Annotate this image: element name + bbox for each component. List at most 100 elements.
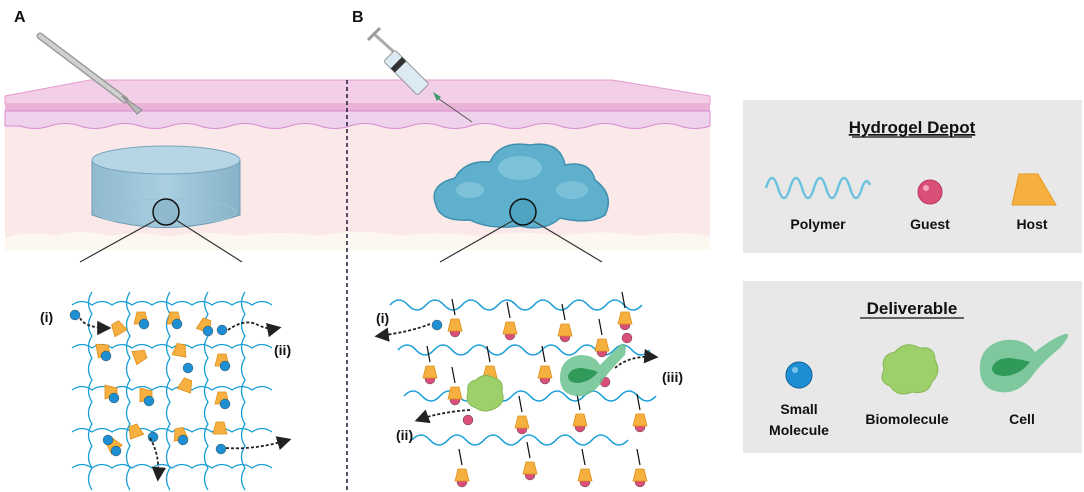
host-trapezoid-icon xyxy=(572,413,588,427)
polymer-chain xyxy=(165,291,171,491)
host-trapezoid-icon xyxy=(454,468,470,482)
host-trapezoid-icon xyxy=(577,468,593,482)
legend-small-molecule-label-line2: Molecule xyxy=(769,422,829,438)
host-molecule xyxy=(514,415,530,429)
crosslink xyxy=(561,303,566,321)
host-trapezoid-icon xyxy=(632,468,648,482)
small-molecule xyxy=(431,319,443,331)
host-molecule xyxy=(632,468,648,482)
host-trapezoid-icon xyxy=(557,323,573,337)
host-molecule xyxy=(632,413,648,427)
guest-molecule xyxy=(621,332,633,344)
host-molecule xyxy=(502,321,518,335)
host-trapezoid-icon xyxy=(632,413,648,427)
small-molecule xyxy=(69,309,81,321)
host-trapezoid-icon xyxy=(131,349,148,366)
host-molecule xyxy=(171,342,187,358)
small-molecule xyxy=(215,443,227,455)
legend-deliverable: Deliverable Small Molecule Biomolecule C… xyxy=(743,281,1082,453)
panel-a-diffusion-arrows xyxy=(79,317,292,482)
crosslink xyxy=(621,291,626,309)
cell-body xyxy=(560,343,626,397)
polymer-chain xyxy=(240,291,246,491)
arrow-label-a-i: (i) xyxy=(40,309,53,325)
host-molecule xyxy=(111,320,128,338)
panel-a-label: A xyxy=(14,9,26,26)
polymer-chain xyxy=(71,463,273,469)
small-molecule xyxy=(219,398,231,410)
crosslink xyxy=(518,395,523,413)
host-molecule xyxy=(447,386,463,400)
guest-sphere-icon xyxy=(917,179,943,205)
syringe-icon xyxy=(366,26,473,123)
host-molecule xyxy=(522,461,538,475)
small-molecule xyxy=(216,324,228,336)
polymer-chain xyxy=(125,291,131,491)
small-molecule-icon xyxy=(785,361,813,389)
guest-molecule xyxy=(462,414,474,426)
magnify-circle xyxy=(509,198,537,226)
small-molecule xyxy=(171,318,183,330)
host-trapezoid-icon xyxy=(522,461,538,475)
scalpel-icon xyxy=(36,32,143,115)
biomolecule xyxy=(466,374,504,412)
arrow-label-b-i: (i) xyxy=(376,310,389,326)
polymer-wave-icon xyxy=(764,176,872,200)
panel-b-diffusion-arrows xyxy=(374,323,659,424)
crosslink xyxy=(581,448,586,466)
small-molecule xyxy=(202,325,214,337)
polymer-chain xyxy=(87,291,93,491)
host-trapezoid-icon xyxy=(447,318,463,332)
cell-nucleus xyxy=(568,368,598,383)
host-molecule xyxy=(176,377,193,394)
legend-cell-label: Cell xyxy=(1009,411,1035,427)
legend-title: Hydrogel Depot xyxy=(849,118,976,137)
crosslink xyxy=(598,318,603,336)
host-trapezoid-icon xyxy=(128,423,145,440)
host-molecule xyxy=(617,311,633,325)
host-trapezoid-icon xyxy=(594,338,610,352)
crosslink xyxy=(506,301,511,319)
host-trapezoid-icon xyxy=(176,377,193,394)
legend-host-label: Host xyxy=(1016,216,1047,232)
panel-b-network xyxy=(389,291,657,488)
small-molecule xyxy=(110,445,122,457)
small-molecule xyxy=(177,434,189,446)
legend-small-molecule-label-line1: Small xyxy=(780,401,817,417)
small-molecule xyxy=(219,360,231,372)
host-trapezoid-icon xyxy=(171,342,187,358)
cell xyxy=(560,343,626,397)
polymer-chain xyxy=(411,434,629,446)
crosslink xyxy=(486,345,491,363)
host-molecule xyxy=(537,365,553,379)
host-trapezoid-icon xyxy=(617,311,633,325)
host-molecule xyxy=(454,468,470,482)
small-molecule xyxy=(182,362,194,374)
arrow-label-b-ii: (ii) xyxy=(396,427,413,443)
polymer-chain xyxy=(71,300,273,306)
small-molecule xyxy=(147,431,159,443)
small-molecule xyxy=(138,318,150,330)
host-molecule xyxy=(577,468,593,482)
host-molecule xyxy=(212,421,228,435)
cell-icon xyxy=(979,333,1069,393)
crosslink xyxy=(458,448,463,466)
crosslink xyxy=(636,393,641,411)
injected-hydrogel-blob xyxy=(433,143,610,263)
legend-biomolecule-label: Biomolecule xyxy=(865,411,948,427)
polymer-chain xyxy=(403,390,657,402)
legend-title: Deliverable xyxy=(867,299,958,318)
host-trapezoid-icon xyxy=(514,415,530,429)
crosslink xyxy=(426,345,431,363)
biomolecule-icon xyxy=(881,344,939,395)
legend-hydrogel-depot: Hydrogel Depot Polymer Guest Host xyxy=(743,100,1082,253)
host-molecule xyxy=(572,413,588,427)
crosslink xyxy=(451,298,456,316)
panel-b-label: B xyxy=(352,9,364,26)
host-molecule xyxy=(447,318,463,332)
host-molecule xyxy=(128,423,145,440)
host-trapezoid-icon xyxy=(1011,173,1057,206)
legend-polymer-label: Polymer xyxy=(790,216,846,232)
